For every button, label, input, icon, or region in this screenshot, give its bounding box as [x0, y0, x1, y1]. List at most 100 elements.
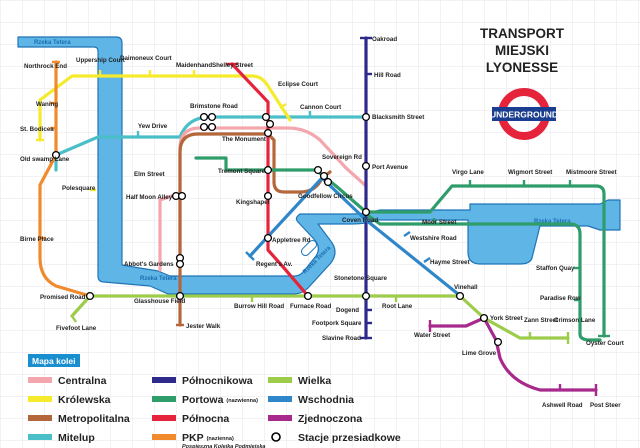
- legend-label-pkp: PKP: [182, 432, 204, 444]
- legend-title: Mapa kolei: [32, 356, 75, 366]
- line-polnocna: [230, 62, 310, 298]
- station-ticks: [36, 36, 610, 396]
- legend-label-polnocna_blue: Północnikowa: [182, 375, 253, 387]
- station-regents-av: Regent's Av.: [256, 261, 293, 268]
- station-mistmoore-street: Mistmoore Street: [566, 169, 617, 176]
- station-goodfellow-circus: Goodfellow Circus: [298, 193, 353, 200]
- station-moor-street: Moor Street: [422, 219, 456, 226]
- legend-swatch-pkp: [152, 434, 176, 440]
- station-half-moon-alley: Half Moon Alley: [126, 194, 173, 201]
- interchanges: [51, 112, 503, 347]
- station-westshire-road: Westshire Road: [410, 235, 457, 242]
- station-staffon-quay: Staffon Quay: [536, 265, 575, 272]
- station-st-bodicea: St. Bodicea: [20, 126, 54, 133]
- legend-label-krolewska: Królewska: [58, 394, 111, 406]
- station-shelley-street: Shelley Street: [212, 62, 253, 69]
- station-appletree-rd: Appletree Rd: [272, 237, 311, 244]
- legend-label-centralna: Centralna: [58, 375, 107, 387]
- station-york-street: York Street: [490, 315, 523, 322]
- station-birne-place: Birne Place: [20, 236, 54, 243]
- legend-swatch-wschodnia: [268, 396, 292, 402]
- station-blacksmith-street: Blacksmith Street: [372, 114, 424, 121]
- legend-swatch-wielka: [268, 377, 292, 383]
- station-burrow-hill-road: Burrow Hill Road: [234, 303, 284, 310]
- legend-label-wielka: Wielka: [298, 375, 331, 387]
- station-virgo-lane: Virgo Lane: [452, 169, 484, 176]
- station-hayme-street: Hayme Street: [430, 259, 470, 266]
- line-wielka: [70, 294, 92, 318]
- legend-sub-pkp: (nazienna): [207, 436, 234, 442]
- station-promised-road: Promised Road: [40, 294, 86, 301]
- station-uppership-court: Uppership Court: [76, 57, 125, 64]
- station-ashwell-road: Ashwell Road: [542, 402, 583, 409]
- station-old-swamp-lane: Old swamp Lane: [20, 156, 70, 163]
- station-the-monument: The Monument: [222, 136, 266, 143]
- station-post-steer: Post Steer: [590, 402, 621, 409]
- station-kingshapel: Kingshapel: [236, 199, 270, 206]
- legend-label-polnocna: Północna: [182, 413, 229, 425]
- station-elm-street: Elm Street: [134, 171, 165, 178]
- station-zann-street: Zann Street: [524, 317, 558, 324]
- station-brimstone-road: Brimstone Road: [190, 103, 238, 110]
- logo-text: UNDERGROUND: [490, 110, 558, 120]
- station-abbots-gardens: Abbot's Gardens: [124, 261, 174, 268]
- underground-logo-icon: UNDERGROUND: [490, 88, 558, 140]
- river-island: [300, 239, 318, 257]
- legend-swatch-interchange: [271, 432, 281, 442]
- station-root-lane: Root Lane: [382, 303, 413, 310]
- river-label-bottom: Rzeka Tetera: [140, 276, 177, 282]
- legend-label-portowa: Portowa: [182, 394, 224, 406]
- station-cannon-court: Cannon Court: [300, 104, 341, 111]
- station-labels: Oakroad Hill Road Blacksmith Street Sove…: [20, 36, 624, 409]
- station-fivefoot-lane: Fivefoot Lane: [56, 325, 97, 332]
- legend-swatch-polnocna_blue: [152, 377, 176, 383]
- legend-swatch-krolewska: [28, 396, 52, 402]
- line-zjednoczona: [428, 316, 598, 392]
- station-crimson-lane: Crimson Lane: [554, 317, 596, 324]
- legend-label-interchange: Stacje przesiadkowe: [298, 432, 401, 444]
- river-label-top: Rzeka Tetera: [34, 40, 71, 46]
- station-hill-road: Hill Road: [374, 72, 401, 79]
- station-sovereign-rd: Sovereign Rd: [322, 154, 362, 161]
- legend-sub-portowa: (nazwienna): [226, 398, 258, 404]
- station-glasshouse-field: Glasshouse Field: [134, 298, 185, 305]
- line-krolewska: [38, 74, 292, 142]
- line-portowa-branch: [364, 212, 602, 342]
- legend-label-metropolitalna: Metropolitalna: [58, 413, 130, 425]
- legend-title-bg: [28, 354, 80, 367]
- station-tremont-square: Tremont Square: [218, 168, 266, 175]
- station-yew-drive: Yew Drive: [138, 123, 168, 130]
- legend-label-zjednoczona: Zjednoczona: [298, 413, 362, 425]
- station-lime-grove: Lime Grove: [462, 350, 497, 357]
- station-oakroad: Oakroad: [372, 36, 397, 43]
- station-eclipse-court: Eclipse Court: [278, 81, 318, 88]
- title-line-1: TRANSPORT: [480, 26, 565, 41]
- station-jester-walk: Jester Walk: [186, 323, 221, 330]
- river-label-east: Rzeka Tetera: [534, 219, 571, 225]
- legend-swatch-metropolitalna: [28, 415, 52, 421]
- station-oyster-court: Oyster Court: [586, 340, 624, 347]
- legend-swatch-centralna: [28, 377, 52, 383]
- line-centralna: [178, 126, 368, 264]
- station-polesquare: Polesquare: [62, 185, 96, 192]
- legend-label-mitelup: Mitelup: [58, 432, 95, 444]
- legend-label-wschodnia: Wschodnia: [298, 394, 354, 406]
- station-port-avenue: Port Avenue: [372, 164, 409, 171]
- station-coven-road: Coven Road: [342, 217, 378, 224]
- station-slavine-road: Slavine Road: [322, 335, 361, 342]
- station-northrock-end: Northrock End: [24, 63, 67, 70]
- station-waning: Waning: [36, 101, 58, 108]
- legend-swatch-zjednoczona: [268, 415, 292, 421]
- station-water-street: Water Street: [414, 332, 450, 339]
- station-vinehall: Vinehall: [454, 284, 478, 291]
- legend-swatch-portowa: [152, 396, 176, 402]
- station-dogend: Dogend: [336, 307, 359, 314]
- line-centralna-branch: [158, 194, 174, 272]
- station-daimoneux-court: Daimoneux Court: [120, 55, 172, 62]
- title-line-3: LYONESSE: [486, 60, 558, 75]
- station-paradise-row: Paradise Row: [540, 295, 581, 302]
- title-line-2: MIEJSKI: [495, 43, 549, 58]
- line-pkp: [38, 60, 92, 298]
- station-maidenhand: Maidenhand: [176, 62, 212, 69]
